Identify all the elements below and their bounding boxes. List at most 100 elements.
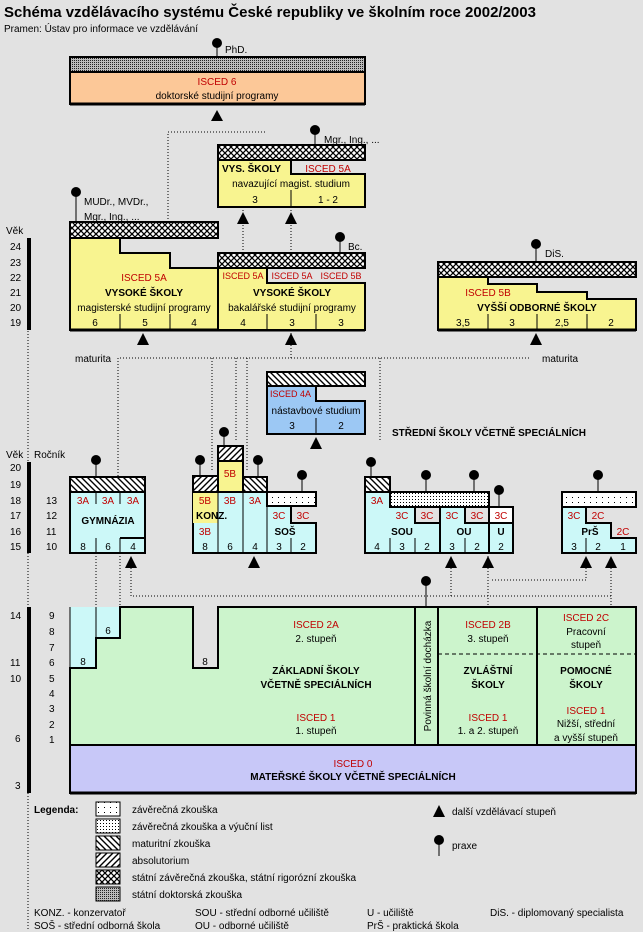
age-tick: 21 — [10, 288, 22, 299]
year-label: 2 — [498, 542, 504, 553]
isced-code: 3A — [77, 496, 90, 507]
vos-name: VYŠŠÍ ODBORNÉ ŠKOLY — [477, 301, 597, 314]
state-exam-hatch — [217, 252, 366, 269]
grade-tick: 5 — [49, 674, 55, 685]
practice-pin-icon — [494, 485, 504, 495]
bachelor-label: bakalářské studijní programy — [228, 303, 356, 314]
isced-code: 2C — [592, 511, 605, 522]
year-label: 3,5 — [456, 318, 470, 329]
isced2c-code: ISCED 2C — [563, 613, 609, 624]
compulsory-schooling-label: Povinná školní docházka — [423, 620, 434, 731]
secondary-schools-title: STŘEDNÍ ŠKOLY VČETNĚ SPECIÁLNÍCH — [392, 426, 586, 439]
isced-code: 5B — [199, 496, 212, 507]
age-tick: 22 — [10, 273, 22, 284]
second-stage-label: 2. stupeň — [295, 634, 336, 645]
age-tick: 19 — [10, 318, 22, 329]
degree-phd: PhD. — [225, 45, 247, 56]
year-label: 6 — [105, 626, 111, 637]
age-tick: 6 — [15, 734, 21, 745]
grade-tick: 11 — [46, 527, 57, 538]
doctoral-programs-block: ISCED 6 doktorské studijní programy — [69, 56, 366, 106]
isced-code: 3C — [568, 511, 581, 522]
follow-up-master-block: VYS. ŠKOLY ISCED 5A navazující magist. s… — [217, 144, 366, 208]
practice-pin-icon — [434, 835, 444, 845]
age-axis: Věk 24 23 22 21 20 19 Věk Ročník 20 19 1… — [6, 226, 66, 793]
auxiliary-schools-name-2: ŠKOLY — [569, 678, 603, 691]
year-label: 2 — [608, 318, 614, 329]
work-stage-label: Pracovní — [566, 627, 606, 638]
basic-schools-name-2: VČETNĚ SPECIÁLNÍCH — [260, 678, 371, 691]
isced0-code: ISCED 0 — [334, 759, 373, 770]
year-label: 2,5 — [555, 318, 569, 329]
stage-label: 1. a 2. stupeň — [458, 726, 519, 737]
practice-pin-icon — [335, 232, 345, 242]
practice-pin-icon — [366, 457, 376, 467]
grade-tick: 12 — [46, 511, 58, 522]
isced-code: 3B — [199, 527, 212, 538]
year-label: 8 — [80, 657, 86, 668]
practice-pin-icon — [531, 239, 541, 249]
maturita-hatch — [242, 476, 268, 493]
bachelor-programs-box — [217, 267, 366, 331]
isced6-box — [69, 71, 366, 105]
legend-swatch-maturita — [95, 835, 121, 851]
abbreviation: U - učiliště — [367, 908, 414, 919]
degree-mgr: Mgr., Ing., ... — [324, 135, 380, 146]
nastavbove-code: ISCED 4A — [270, 389, 311, 399]
isced6-code: ISCED 6 — [198, 77, 237, 88]
practice-pin-icon — [593, 470, 603, 480]
year-label: 3 — [289, 421, 295, 432]
isced2b-code: ISCED 2B — [465, 620, 511, 631]
abbreviation: KONZ. - konzervatoř — [34, 908, 126, 919]
degree-dis: DiS. — [545, 249, 564, 260]
follow-up-study-block: ISCED 4A nástavbové studium 3 2 — [266, 371, 366, 435]
year-label: 6 — [92, 318, 98, 329]
legend-label: maturitní zkouška — [132, 839, 211, 850]
legend-label: státní doktorská zkouška — [132, 890, 242, 901]
year-label: 3 — [276, 542, 282, 553]
practice-pin-icon — [421, 470, 431, 480]
source-note: Pramen: Ústav pro informace ve vzděláván… — [4, 22, 198, 35]
first-stage-label: 1. stupeň — [295, 726, 336, 737]
sos-box — [192, 491, 317, 554]
isced-code: 5B — [224, 469, 237, 480]
maturita-label: maturita — [542, 354, 579, 365]
higher-vocational-block: ISCED 5B VYŠŠÍ ODBORNÉ ŠKOLY 3,5 3 2,5 2 — [437, 261, 637, 332]
practice-pin-icon — [195, 455, 205, 465]
abbreviation: OU - odborné učiliště — [195, 921, 289, 932]
isced-code: 3C — [273, 511, 286, 522]
practice-pin-icon — [212, 38, 222, 48]
sou-name: SOU — [391, 527, 413, 538]
maturita-label: maturita — [75, 354, 112, 365]
prs-block: 3C 2C 2C PrŠ 3 2 1 — [561, 491, 637, 554]
legend-label: státní závěrečná zkouška, státní rigoróz… — [132, 873, 356, 884]
age-tick: 20 — [10, 303, 22, 314]
legend-swatch-final-exam — [95, 801, 121, 817]
age-tick: 17 — [10, 511, 22, 522]
absolutorium-hatch — [192, 475, 219, 493]
state-exam-hatch — [217, 144, 366, 161]
age-tick: 19 — [10, 480, 22, 491]
legend-swatch-absolutorium — [95, 852, 121, 868]
grade-axis-title: Ročník — [34, 450, 66, 461]
sos-name: SOŠ — [274, 525, 295, 538]
grade-tick: 4 — [49, 689, 55, 700]
preschool-box — [69, 744, 637, 794]
legend-swatch-doctoral — [95, 886, 121, 902]
prs-box — [561, 506, 637, 554]
year-label: 8 — [202, 657, 208, 668]
grade-tick: 13 — [46, 496, 58, 507]
practice-pin-icon — [219, 427, 229, 437]
year-label: 1 - 2 — [318, 195, 338, 206]
gymnazia-block: 3A 3A 3A GYMNÁZIA 8 6 4 — [69, 476, 146, 554]
follow-up-name: VYS. ŠKOLY — [222, 162, 281, 175]
grade-tick: 6 — [49, 658, 55, 669]
abbreviation: SOU - střední odborné učiliště — [195, 908, 329, 919]
isced-code: 3C — [297, 511, 310, 522]
year-label: 4 — [130, 542, 136, 553]
basic-schools-name: ZÁKLADNÍ ŠKOLY — [272, 664, 360, 677]
isced-code: 3A — [102, 496, 115, 507]
practice-pins: PhD. Mgr., Ing., ... MUDr., MVDr., Mgr.,… — [71, 38, 603, 607]
arrow-up-icon — [433, 805, 445, 817]
arrow-up-icon — [580, 556, 592, 568]
